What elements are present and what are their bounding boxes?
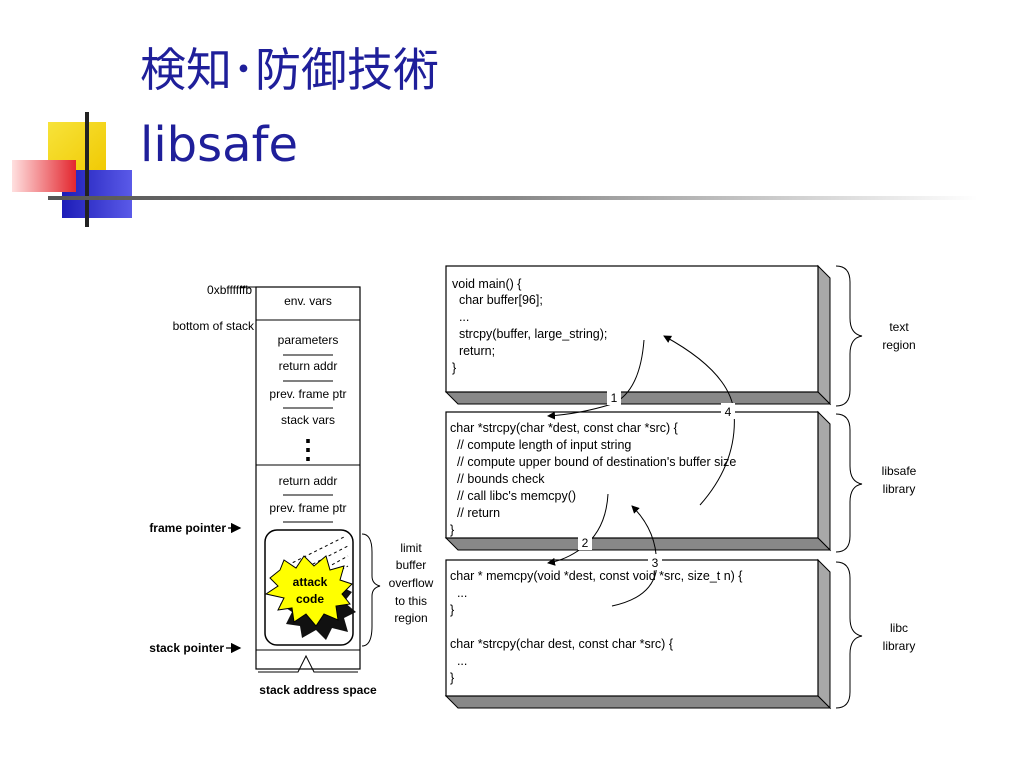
- libsafe-region-label-line2: library: [883, 482, 916, 496]
- limit-note-line4: to this: [395, 594, 427, 608]
- libc-code-line2: ...: [450, 586, 467, 600]
- libc-code-line6: ...: [450, 654, 467, 668]
- text-code-line2: char buffer[96];: [452, 293, 543, 307]
- deco-vertical-line: [85, 112, 89, 227]
- stack-cell-return-addr-2: return addr: [279, 474, 338, 488]
- text-code-line6: }: [452, 361, 456, 375]
- libsafe-region-label-line1: libsafe: [882, 464, 917, 478]
- stack-address-space-caption: stack address space: [259, 683, 377, 697]
- attack-label-line1: attack: [293, 575, 328, 589]
- stack-cell-prev-frame-ptr-2: prev. frame ptr: [269, 501, 346, 515]
- text-code-line3: ...: [452, 310, 469, 324]
- libc-region-label-line1: libc: [890, 621, 908, 635]
- libsafe-region-box: char *strcpy(char *dest, const char *src…: [444, 410, 832, 552]
- limit-note-line2: buffer: [396, 558, 426, 572]
- limit-note-line1: limit: [400, 541, 422, 555]
- libsafe-code-line4: // bounds check: [450, 472, 545, 486]
- top-address-label: 0xbffffffb: [207, 283, 252, 297]
- libc-code-line1: char * memcpy(void *dest, const void *sr…: [450, 569, 742, 583]
- libsafe-code-line6: // return: [450, 506, 500, 520]
- buffer-overflow-lines: [281, 535, 349, 595]
- libsafe-code-line2: // compute length of input string: [450, 438, 631, 452]
- libc-region-label-line2: library: [883, 639, 916, 653]
- text-code-line4: strcpy(buffer, large_string);: [452, 327, 607, 341]
- stack-ellipsis: ⋮: [295, 434, 321, 464]
- libsafe-code-line7: }: [450, 523, 454, 537]
- stack-cell-parameters: parameters: [278, 333, 339, 347]
- frame-pointer-label: frame pointer: [149, 521, 226, 535]
- step-numbers: 1 2 3 4: [578, 389, 735, 570]
- libc-code-line3: }: [450, 603, 454, 617]
- arrow-step-3: [611, 505, 657, 607]
- stack-cell-stack-vars: stack vars: [281, 413, 335, 427]
- attack-label-line2: code: [296, 592, 324, 606]
- libc-region-box: char * memcpy(void *dest, const void *sr…: [444, 558, 832, 710]
- libsafe-code-line1: char *strcpy(char *dest, const char *src…: [450, 421, 678, 435]
- text-code-line5: return;: [452, 344, 495, 358]
- step-2-label: 2: [582, 536, 589, 550]
- step-1-label: 1: [611, 391, 618, 405]
- text-region-box: void main() { char buffer[96]; ... strcp…: [444, 264, 832, 406]
- libsafe-code-line5: // call libc's memcpy(): [450, 489, 576, 503]
- text-code-line1: void main() {: [452, 277, 521, 291]
- stack-cell-env-vars: env. vars: [284, 294, 332, 308]
- libc-code-line5: char *strcpy(char dest, const char *src)…: [450, 637, 673, 651]
- text-region-label-line2: region: [882, 338, 915, 352]
- slide-title-line2: libsafe: [140, 117, 298, 173]
- limit-note-line3: overflow: [389, 576, 434, 590]
- step-4-label: 4: [725, 405, 732, 419]
- title-underline: [48, 196, 978, 200]
- stack-bottom-brace: [258, 654, 358, 673]
- stack-outline: [255, 286, 361, 670]
- stack-pointer-label: stack pointer: [149, 641, 224, 655]
- step-3-label: 3: [652, 556, 659, 570]
- libsafe-code-line3: // compute upper bound of destination's …: [450, 455, 736, 469]
- slide-title-line1: 検知･防御技術: [140, 43, 439, 97]
- stack-diagram: 0xbffffffb bottom of stack env. vars par…: [149, 283, 433, 697]
- bottom-of-stack-label: bottom of stack: [173, 319, 255, 333]
- region-labels: text region libsafe library libc library: [835, 265, 917, 709]
- attack-code-burst: [264, 555, 353, 627]
- deco-red-bar: [12, 160, 76, 192]
- libc-code-line7: }: [450, 671, 454, 685]
- buffer-region: [264, 529, 354, 646]
- limit-note-line5: region: [394, 611, 427, 625]
- buffer-bracket: [361, 533, 381, 647]
- stack-cell-return-addr: return addr: [279, 359, 338, 373]
- title-decoration: [12, 112, 978, 227]
- text-region-label-line1: text: [889, 320, 909, 334]
- stack-cell-prev-frame-ptr: prev. frame ptr: [269, 387, 346, 401]
